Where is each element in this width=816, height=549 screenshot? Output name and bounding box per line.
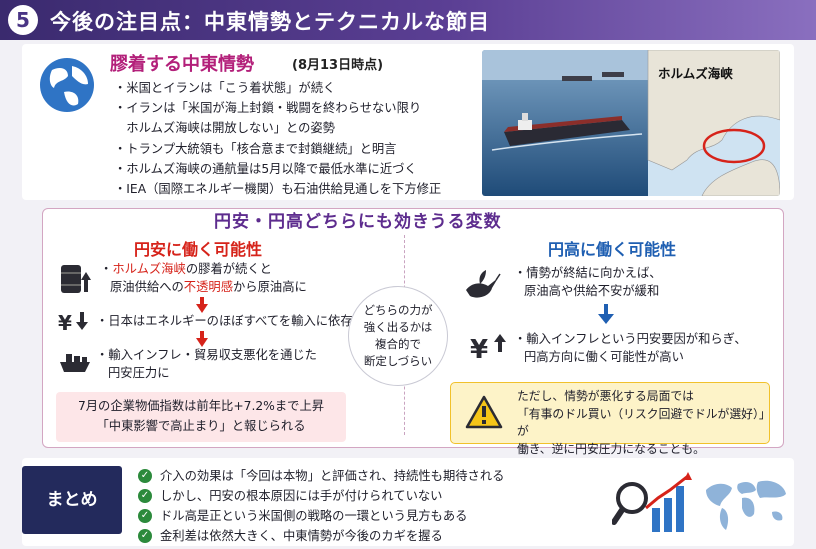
mideast-bullets: ・米国とイランは「こう着状態」が続く ・イランは「米国が海上封鎖・戦闘を終わらせ… (114, 78, 474, 199)
check-icon: ✓ (138, 469, 152, 483)
svg-text:¥: ¥ (470, 335, 488, 364)
check-icon: ✓ (138, 509, 152, 523)
summary-text-2: ドル高是正という米国側の戦略の一環という見方もある (160, 509, 468, 523)
svg-text:¥: ¥ (58, 311, 72, 335)
strong-line-4: 円高方向に働く可能性が高い (524, 350, 684, 364)
warning-box: ただし、情勢が悪化する局面では 「有事のドル買い（リスク回避でドルが選好）」が … (450, 382, 770, 456)
warning-line-1: ただし、情勢が悪化する局面では (517, 389, 694, 403)
weak-line-2a: 原油供給への (110, 280, 184, 294)
weak-line-3: ・日本はエネルギーのほぼすべてを輸入に依存 (96, 314, 353, 328)
weak-line-5: 円安圧力に (108, 366, 170, 380)
yen-weak-title: 円安に働く可能性 (134, 240, 263, 259)
bullet-2: ホルムズ海峡は開放しない」との姿勢 (114, 121, 335, 136)
bullet-0: ・米国とイランは「こう着状態」が続く (114, 81, 336, 95)
center-line-1: 強く出るかは (363, 320, 433, 334)
weak-line-2: 原油供給への不透明感から原油高に (110, 278, 307, 297)
yen-strong-title: 円高に働く可能性 (548, 240, 677, 259)
section-header: 5 今後の注目点：中東情勢とテクニカルな節目 (0, 0, 816, 40)
tanker-image: ホルムズ海峡 (482, 50, 780, 196)
price-index-line-1: 7月の企業物価指数は前年比+7.2%まで上昇 (77, 399, 325, 413)
summary-text-3: 金利差は依然大きく、中東情勢が今後のカギを握る (160, 529, 443, 543)
dove-icon (466, 270, 501, 298)
tanker-photo: ホルムズ海峡 (482, 50, 780, 196)
variables-title: 円安・円高どちらにも効きうる変数 (214, 212, 502, 232)
price-index-box: 7月の企業物価指数は前年比+7.2%まで上昇 「中東影響で高止まり」と報じられる (56, 392, 346, 442)
globe-icon (40, 58, 94, 112)
world-map-icon (706, 480, 786, 530)
arrow-down-blue-icon (598, 304, 614, 324)
mideast-title: 膠着する中東情勢 (110, 54, 254, 75)
strong-line-2: 原油高や供給不安が緩和 (524, 284, 660, 298)
weak-line-2c: から原油高に (233, 280, 307, 294)
uncertainty-highlight: 不透明感 (183, 280, 233, 294)
bullet-3: ・トランプ大統領も「核合意まで封鎖継続」と明言 (114, 141, 397, 156)
summary-item: ✓ 金利差は依然大きく、中東情勢が今後のカギを握る (138, 526, 504, 546)
summary-item: ✓ ドル高是正という米国側の戦略の一環という見方もある (138, 506, 504, 526)
strong-line-3: ・輸入インフレという円安要因が和らぎ、 (514, 332, 747, 346)
warning-icon (465, 395, 503, 429)
center-note: どちらの力が 強く出るかは 複合的で 断定しづらい (348, 286, 448, 386)
summary-item: ✓ 介入の効果は「今回は本物」と評価され、持続性も期待される (138, 466, 504, 486)
price-index-line-2: 「中東影響で高止まり」と報じられる (96, 419, 306, 433)
center-line-2: 複合的で (375, 337, 421, 351)
arrow-down-2 (196, 331, 208, 347)
yen-up-icon: ¥ (470, 334, 506, 364)
summary-text-0: 介入の効果は「今回は本物」と評価され、持続性も期待される (160, 469, 505, 483)
map-label: ホルムズ海峡 (658, 66, 733, 81)
summary-text-1: しかし、円安の根本原因には手が付けられていない (160, 489, 443, 503)
weak-line-1-rest: の膠着が続くと (185, 262, 272, 276)
warning-line-3: 働き、逆に円安圧力になることも。 (517, 441, 705, 456)
weak-line-1: ・ホルムズ海峡の膠着が続くと (100, 262, 272, 276)
analysis-magnifier-icon (612, 472, 692, 532)
check-icon: ✓ (138, 529, 152, 543)
cargo-ship-icon (60, 354, 90, 372)
section-number: 5 (8, 5, 38, 35)
bullet-1: ・イランは「米国が海上封鎖・戦闘を終わらせない限り (114, 101, 422, 116)
center-line-0: どちらの力が (363, 303, 433, 317)
mideast-date: (8月13日時点) (292, 58, 384, 73)
check-icon: ✓ (138, 489, 152, 503)
section-title: 今後の注目点：中東情勢とテクニカルな節目 (50, 10, 490, 34)
bullet-5: ・IEA（国際エネルギー機関）も石油供給見通しを下方修正 (114, 182, 442, 197)
hormuz-highlight: ホルムズ海峡 (112, 262, 186, 276)
bullet-4: ・ホルムズ海峡の通航量は5月以降で最低水準に近づく (114, 161, 417, 176)
weak-line-4: ・輸入インフレ・貿易収支悪化を通じた (96, 348, 317, 362)
oil-barrel-icon (61, 265, 91, 293)
warning-line-2: 「有事のドル買い（リスク回避でドルが選好）」が (517, 406, 765, 439)
arrow-down-1 (196, 297, 208, 313)
summary-item: ✓ しかし、円安の根本原因には手が付けられていない (138, 486, 504, 506)
strong-line-1: ・情勢が終結に向かえば、 (514, 266, 662, 280)
summary-list: ✓ 介入の効果は「今回は本物」と評価され、持続性も期待される ✓ しかし、円安の根本… (138, 466, 504, 546)
yen-down-icon: ¥ (58, 311, 88, 335)
center-line-3: 断定しづらい (363, 354, 433, 368)
summary-label: まとめ (22, 466, 122, 534)
